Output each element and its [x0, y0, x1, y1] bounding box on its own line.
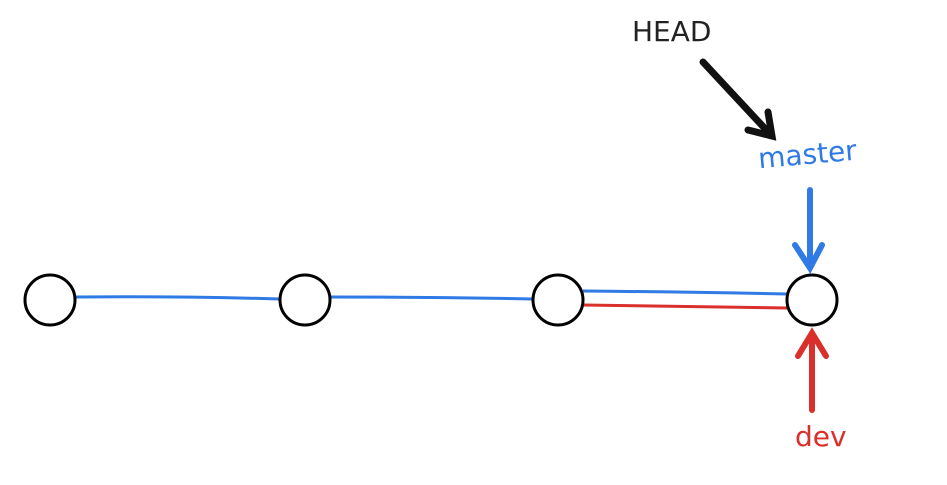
commit-node-1: [23, 273, 77, 327]
dev-arrow: [795, 327, 829, 413]
master-line: [74, 289, 788, 301]
head-label: HEAD: [632, 15, 712, 48]
commit-node-3: [531, 273, 585, 327]
commit-node-4: [785, 273, 839, 327]
head-arrow: [699, 58, 777, 141]
commit-node-2: [278, 273, 332, 327]
dev-branch-label: dev: [795, 420, 847, 453]
dev-line: [582, 303, 788, 310]
master-arrow: [792, 187, 825, 274]
